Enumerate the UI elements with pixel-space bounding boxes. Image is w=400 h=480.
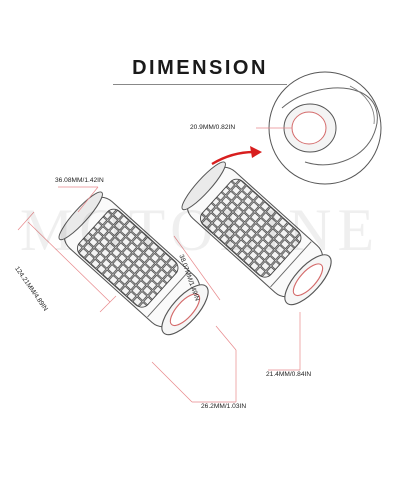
page-title: DIMENSION [132, 57, 268, 79]
dim-left-end-diameter: 36.08MM/1.42IN [55, 177, 104, 184]
detail-bore-ring [291, 111, 327, 145]
title-underline [113, 84, 287, 85]
left-grip [58, 191, 209, 336]
right-grip-end-cap [181, 161, 226, 211]
right-grip-bore [292, 263, 324, 297]
left-grip-bore [169, 293, 201, 327]
dim-inner-bore-right: 20.9MM/0.82IN [190, 124, 236, 131]
right-grip [181, 161, 332, 306]
dim-inner-bore-left: 21.4MM/0.84IN [266, 371, 312, 378]
dimension-lines [17, 127, 301, 403]
detail-zoom-circle [268, 71, 382, 185]
dim-outer-end-diameter: 26.2MM/1.03IN [201, 403, 247, 410]
watermark: MOTOLINE [19, 197, 381, 263]
zoom-arrow-icon [211, 146, 262, 166]
left-grip-end-cap [58, 191, 103, 241]
